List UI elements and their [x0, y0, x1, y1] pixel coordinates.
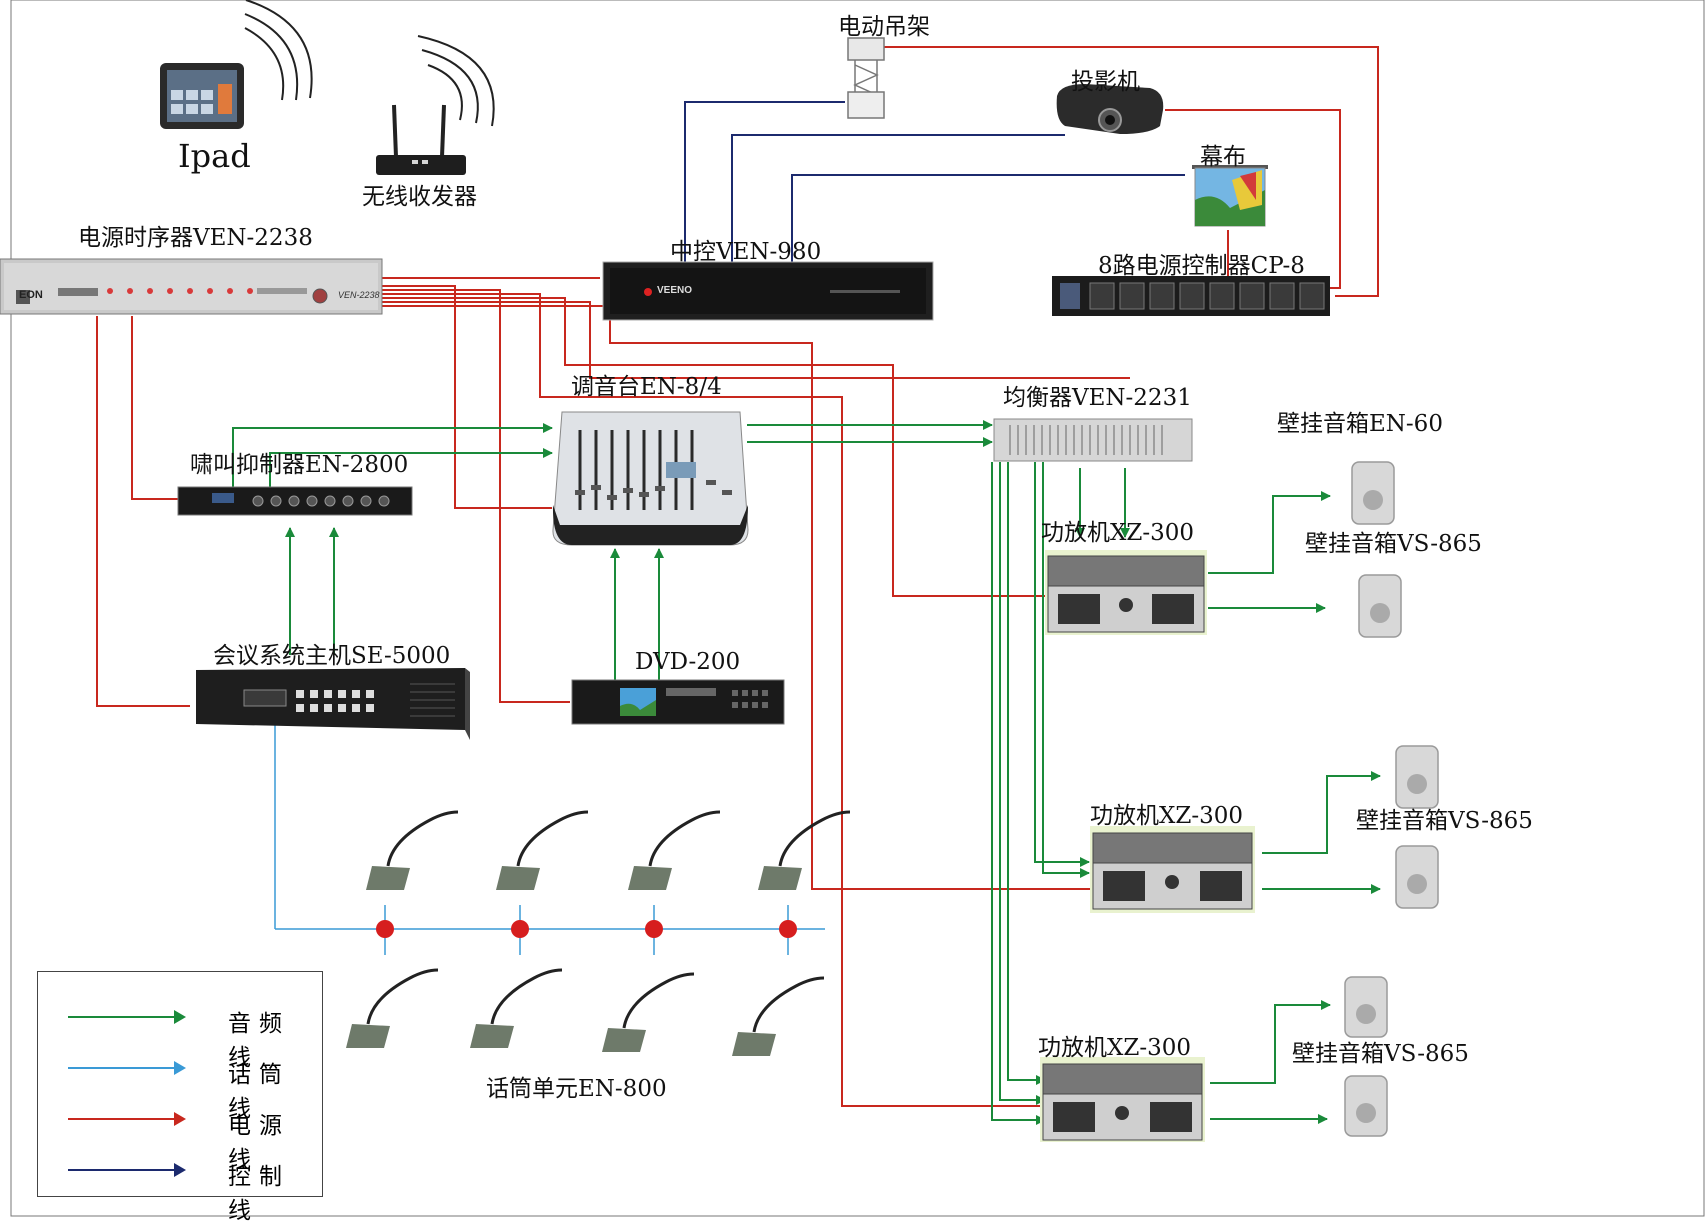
audio-lines [232, 420, 1381, 1125]
legend-arrow-icon [174, 1112, 186, 1126]
wireless-transceiver-label: 无线收发器 [362, 184, 477, 210]
mic-unit-label: 话筒单元EN-800 [486, 1076, 667, 1102]
legend-line-mic [68, 1067, 178, 1069]
outer-frame [10, 0, 1705, 1217]
speaker-en60-label: 壁挂音箱EN-60 [1277, 411, 1443, 437]
equalizer-device [993, 418, 1193, 462]
legend-arrow-icon [174, 1061, 186, 1075]
conference-host-device [196, 668, 470, 740]
amplifier-3-device [1040, 1057, 1205, 1142]
legend-row-power: 电源线 [68, 1104, 308, 1173]
central-brand: VEENO [657, 285, 693, 296]
speaker-3-label: 壁挂音箱VS-865 [1292, 1041, 1469, 1067]
amplifier-2-label: 功放机XZ-300 [1090, 803, 1244, 829]
legend-label-audio: 音频线 [228, 1011, 290, 1071]
ipad-label: Ipad [178, 137, 251, 175]
projector-device [1056, 84, 1164, 134]
legend-line-audio [68, 1016, 178, 1018]
power-controller-label: 8路电源控制器CP-8 [1098, 253, 1305, 279]
dvd-player-device [571, 679, 785, 725]
projector-label: 投影机 [1071, 69, 1140, 95]
microphone-units [346, 810, 851, 1056]
legend-row-mic: 话筒线 [68, 1053, 308, 1122]
wall-speakers [1344, 461, 1439, 1137]
mic-junctions [376, 920, 797, 938]
wireless-transceiver-device [376, 104, 466, 175]
power-sequencer-label: 电源时序器VEN-2238 [78, 225, 313, 251]
legend-label-power: 电源线 [228, 1113, 290, 1173]
amplifier-1-label: 功放机XZ-300 [1041, 520, 1195, 546]
central-controller-device [602, 261, 934, 321]
legend-arrow-icon [174, 1010, 186, 1024]
legend-row-audio: 音频线 [68, 1002, 308, 1071]
ipad-device [160, 63, 244, 129]
feedback-suppressor-device [177, 486, 413, 516]
legend-line-power [68, 1118, 178, 1120]
mic-lines [274, 725, 825, 955]
power-lines [96, 46, 1379, 1107]
amplifier-2-device [1090, 826, 1255, 913]
amplifier-1-device [1045, 550, 1207, 635]
central-controller-label: 中控VEN-980 [670, 239, 822, 265]
legend-label-mic: 话筒线 [228, 1062, 290, 1122]
sequencer-brand: EON [19, 289, 43, 301]
conference-host-label: 会议系统主机SE-5000 [213, 643, 451, 669]
speaker-cones [1356, 490, 1427, 1123]
feedback-suppressor-label: 啸叫抑制器EN-2800 [190, 452, 409, 478]
amplifier-3-label: 功放机XZ-300 [1038, 1035, 1192, 1061]
screen-label: 幕布 [1200, 144, 1246, 170]
projection-screen-device [1192, 165, 1268, 227]
legend: 音频线 话筒线 电源线 控制线 [37, 971, 323, 1224]
legend-arrow-icon [174, 1163, 186, 1177]
legend-row-control: 控制线 [68, 1155, 308, 1224]
control-lines [684, 101, 1185, 265]
dvd-label: DVD-200 [635, 649, 741, 675]
wifi-waves-icon [244, 0, 495, 127]
electric-lift-label: 电动吊架 [838, 14, 930, 40]
legend-label-control: 控制线 [228, 1164, 290, 1224]
equalizer-label: 均衡器VEN-2231 [1003, 385, 1192, 411]
mixer-label: 调音台EN-8/4 [571, 374, 722, 400]
speaker-2-label: 壁挂音箱VS-865 [1356, 808, 1533, 834]
power-sequencer-device [0, 258, 383, 315]
speaker-1-label: 壁挂音箱VS-865 [1305, 531, 1482, 557]
electric-lift-device [847, 37, 885, 119]
legend-line-control [68, 1169, 178, 1171]
audio-mixer-device [552, 411, 749, 546]
power-controller-device [1052, 276, 1330, 316]
sequencer-model: VEN-2238 [338, 290, 380, 300]
